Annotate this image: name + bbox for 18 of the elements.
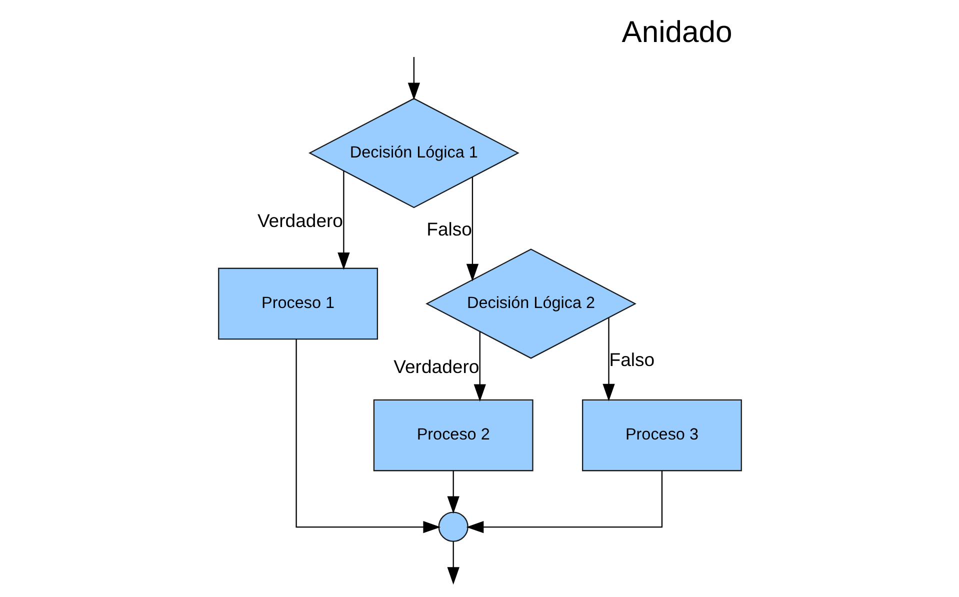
arrow [337,170,350,270]
arrow [446,470,459,514]
node-circle [438,512,468,542]
node-box: Proceso 1 [218,268,378,340]
arrow [602,318,614,402]
node-box: Proceso 3 [582,399,742,472]
edge-label: Verdadero [393,356,479,378]
arrow [473,332,486,402]
edge-label: Verdadero [256,210,342,231]
arrow [407,57,420,100]
diagram-title: Anidado [621,16,732,49]
arrow [446,541,459,585]
node-diamond: Decisión Lógica 1 [308,98,519,208]
edge-label: Falso [426,218,472,240]
arrow [295,339,440,534]
arrow [466,177,478,282]
node-box: Proceso 2 [372,399,533,472]
arrow [466,471,662,534]
